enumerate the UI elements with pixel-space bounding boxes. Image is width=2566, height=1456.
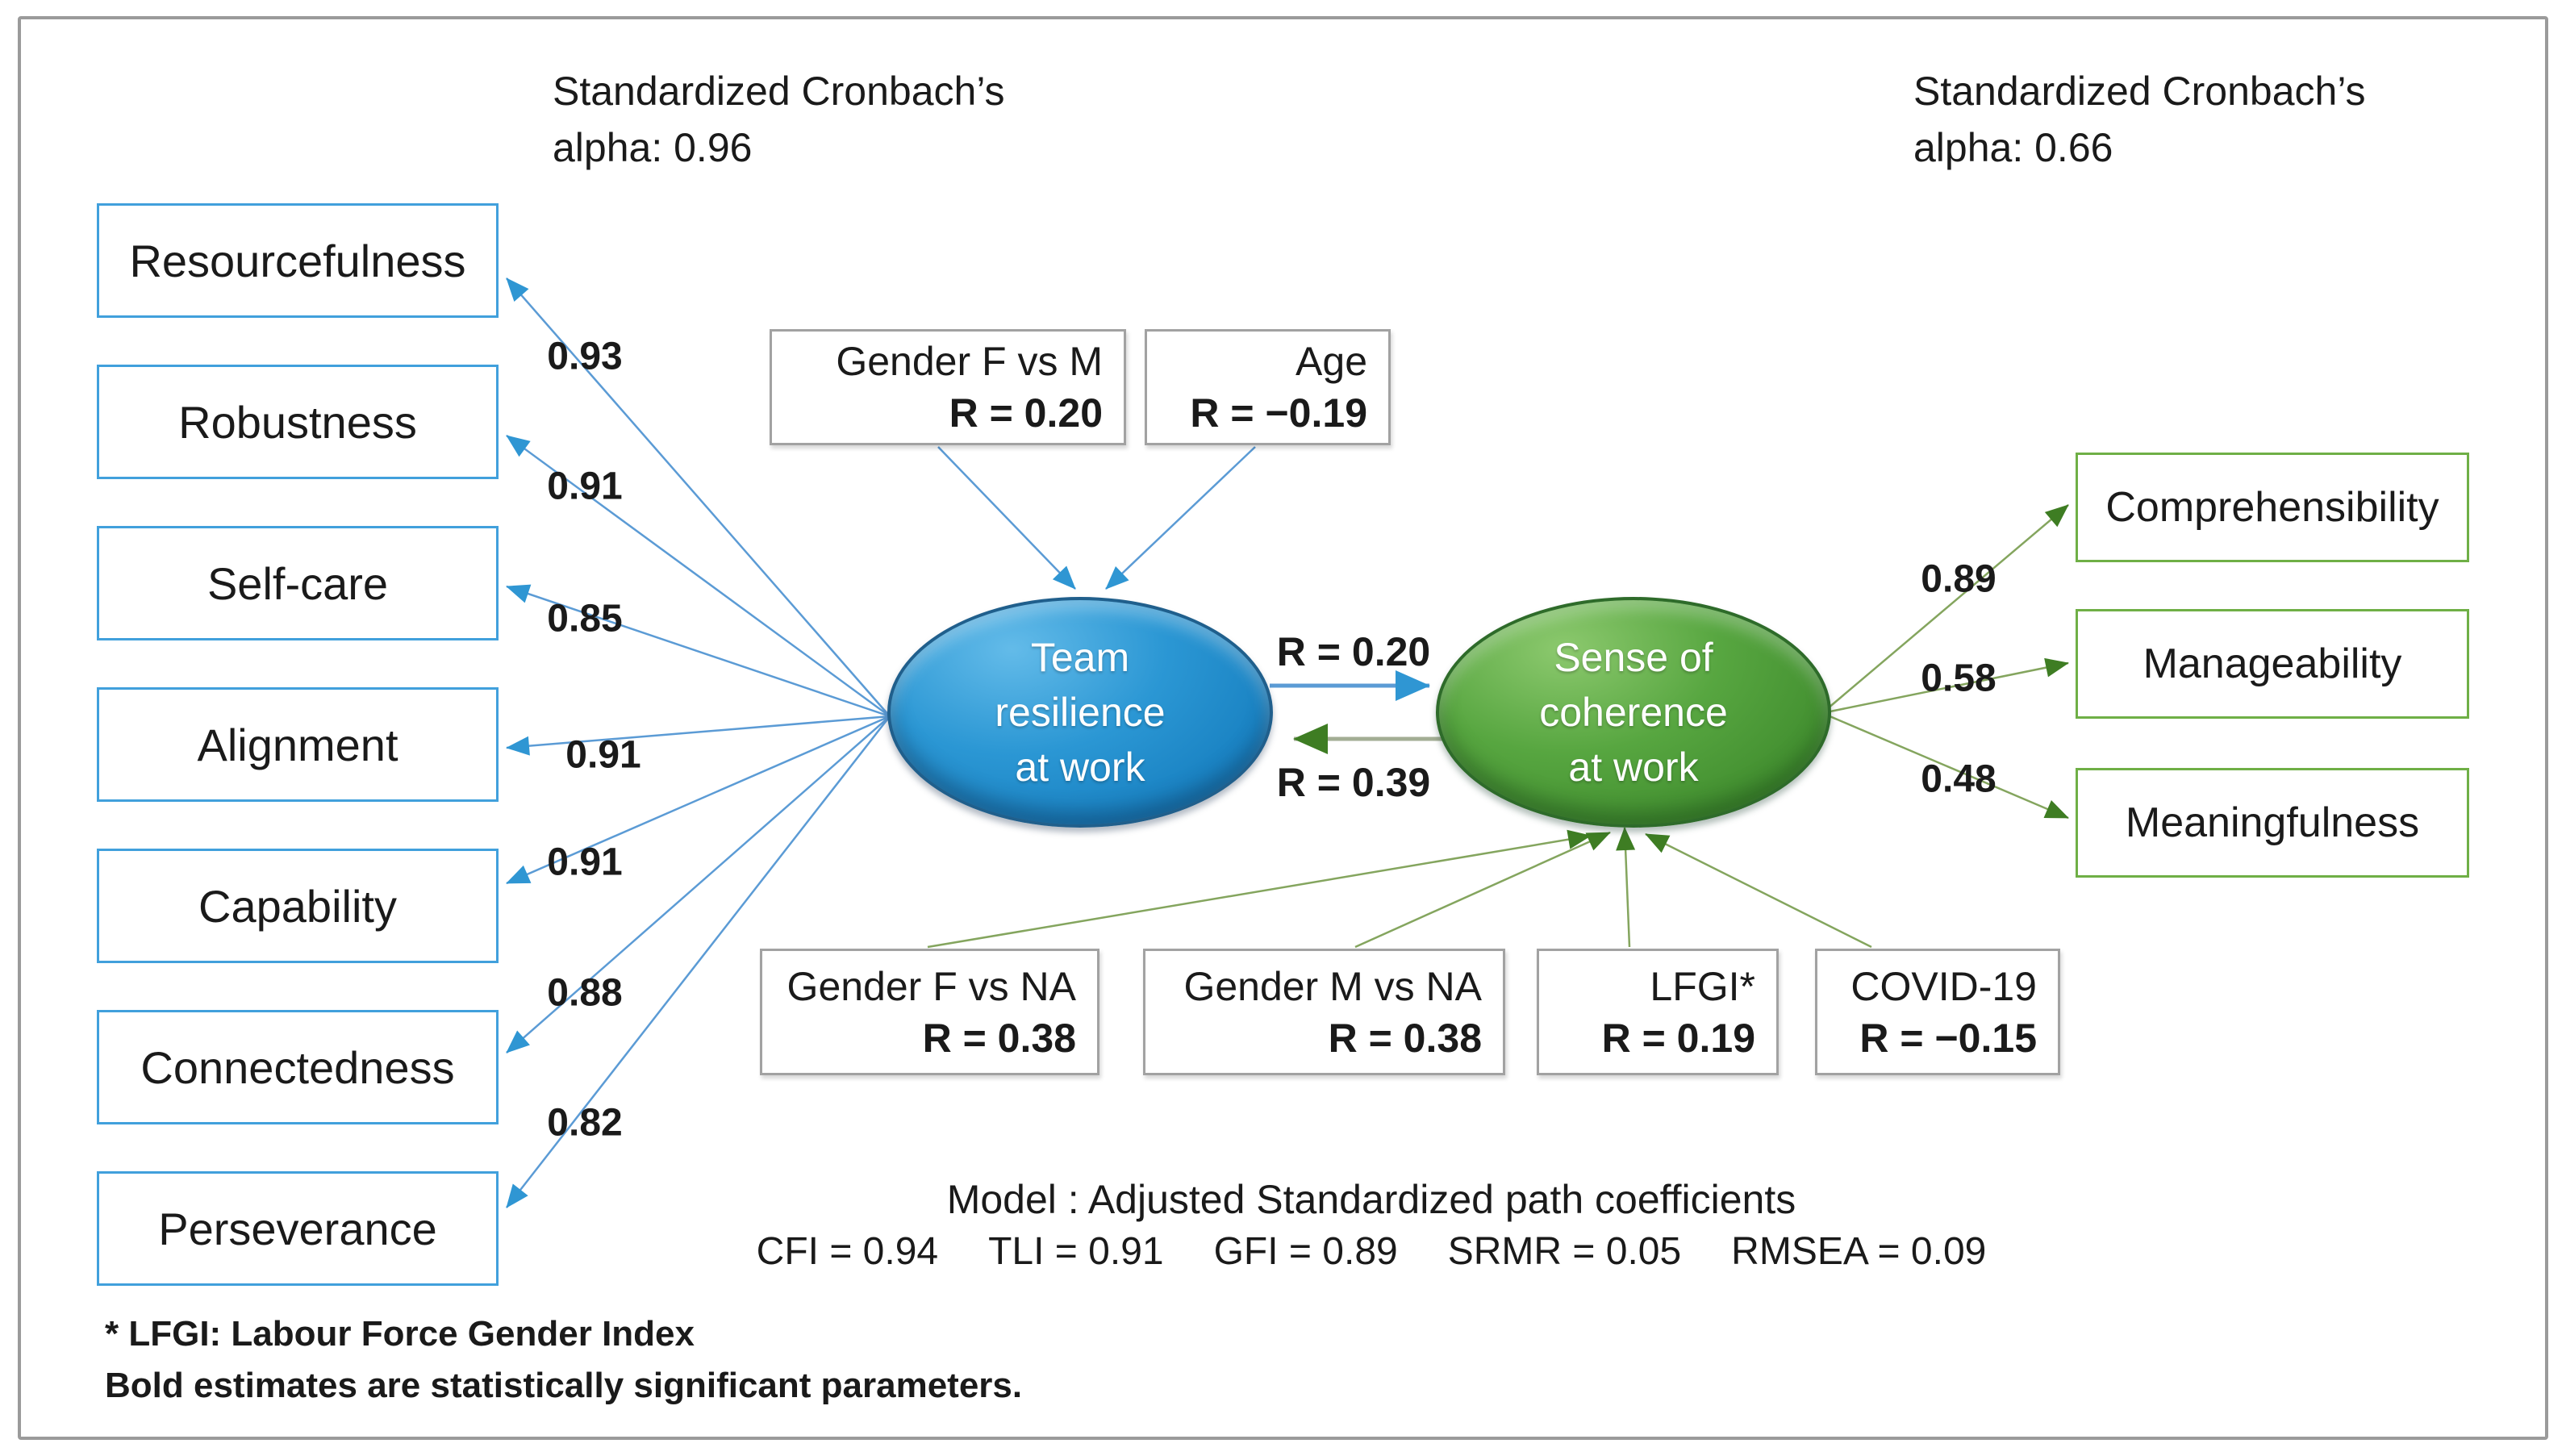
cronbach-alpha-right: Standardized Cronbach’s alpha: 0.66: [1913, 63, 2366, 176]
indicator-box-capability: Capability: [97, 849, 499, 963]
latent-coherence-line2: coherence: [1539, 690, 1728, 735]
fit-stat-rmsea: RMSEA = 0.09: [1731, 1230, 1987, 1273]
fit-stat-gfi: GFI = 0.89: [1213, 1230, 1398, 1273]
latent-coherence-line3: at work: [1568, 745, 1699, 790]
model-fit-stats: CFI = 0.94 TLI = 0.91 GFI = 0.89 SRMR = …: [645, 1229, 2097, 1274]
predictor-box-gender-f-vs-m: Gender F vs M R = 0.20: [770, 329, 1126, 445]
indicator-label: Meaningfulness: [2125, 799, 2420, 846]
cronbach-alpha-left-line2: alpha: 0.96: [553, 125, 753, 170]
indicator-box-robustness: Robustness: [97, 365, 499, 479]
figure-border: [18, 16, 2548, 1440]
loading-perseverance: 0.82: [547, 1101, 623, 1145]
indicator-label: Comprehensibility: [2105, 484, 2439, 531]
predictor-label: COVID-19: [1850, 963, 2037, 1009]
loading-capability: 0.91: [547, 841, 623, 884]
predictor-coefficient: R = 0.19: [1601, 1015, 1755, 1061]
indicator-label: Manageability: [2143, 640, 2402, 687]
predictor-coefficient: R = 0.38: [922, 1015, 1076, 1061]
predictor-box-covid-19: COVID-19 R = −0.15: [1815, 949, 2060, 1075]
indicator-box-self-care: Self-care: [97, 526, 499, 640]
loading-meaningfulness: 0.48: [1921, 757, 1996, 801]
predictor-coefficient: R = −0.19: [1190, 390, 1367, 436]
predictor-label: Age: [1296, 339, 1367, 384]
indicator-box-alignment: Alignment: [97, 687, 499, 802]
latent-team-line1: Team: [1030, 635, 1130, 680]
loading-resourcefulness: 0.93: [547, 335, 623, 378]
indicator-label: Robustness: [178, 396, 417, 448]
predictor-box-age: Age R = −0.19: [1145, 329, 1391, 445]
model-fit-title: Model : Adjusted Standardized path coeff…: [946, 1177, 1796, 1222]
predictor-label: Gender M vs NA: [1183, 963, 1482, 1009]
indicator-box-connectedness: Connectedness: [97, 1010, 499, 1124]
indicator-box-resourcefulness: Resourcefulness: [97, 203, 499, 318]
edges-top-predictors: [937, 446, 1256, 590]
edges-bottom-predictors: [927, 827, 1872, 949]
predictor-label: Gender F vs NA: [786, 963, 1076, 1009]
latent-sense-of-coherence: Sense of coherence at work: [1436, 597, 1831, 828]
loading-self-care: 0.85: [547, 597, 623, 640]
loading-connectedness: 0.88: [547, 971, 623, 1015]
loading-robustness: 0.91: [547, 465, 623, 508]
predictor-box-gender-m-vs-na: Gender M vs NA R = 0.38: [1143, 949, 1505, 1075]
loading-comprehensibility: 0.89: [1921, 557, 1996, 601]
latent-team-line2: resilience: [995, 690, 1166, 735]
indicator-box-perseverance: Perseverance: [97, 1171, 499, 1286]
fit-stat-tli: TLI = 0.91: [988, 1230, 1164, 1273]
cronbach-alpha-right-line1: Standardized Cronbach’s: [1913, 69, 2366, 114]
cronbach-alpha-right-line2: alpha: 0.66: [1913, 125, 2113, 170]
predictor-box-gender-f-vs-na: Gender F vs NA R = 0.38: [760, 949, 1099, 1075]
predictor-coefficient: R = 0.20: [949, 390, 1103, 436]
coefficient-team-to-coherence: R = 0.20: [1276, 629, 1431, 674]
latent-team-line3: at work: [1015, 745, 1145, 790]
fit-stat-srmr: SRMR = 0.05: [1447, 1230, 1682, 1273]
footnote-lfgi: * LFGI: Labour Force Gender Index: [105, 1314, 695, 1354]
indicator-label: Connectedness: [140, 1041, 455, 1093]
edges-team-to-indicators: [506, 277, 891, 1208]
indicator-box-manageability: Manageability: [2076, 609, 2469, 719]
indicator-label: Self-care: [207, 557, 389, 609]
model-fit-block: Model : Adjusted Standardized path coeff…: [645, 1176, 2097, 1281]
indicator-box-comprehensibility: Comprehensibility: [2076, 453, 2469, 562]
cronbach-alpha-left: Standardized Cronbach’s alpha: 0.96: [553, 63, 1005, 176]
indicator-label: Resourcefulness: [129, 235, 466, 286]
loading-manageability: 0.58: [1921, 657, 1996, 700]
indicator-label: Capability: [198, 880, 397, 932]
loading-alignment: 0.91: [565, 733, 641, 777]
cronbach-alpha-left-line1: Standardized Cronbach’s: [553, 69, 1005, 114]
predictor-label: LFGI*: [1650, 963, 1755, 1009]
predictor-coefficient: R = 0.38: [1328, 1015, 1482, 1061]
edges-coherence-to-indicators: [1821, 504, 2069, 820]
latent-team-resilience: Team resilience at work: [887, 597, 1273, 828]
indicator-label: Alignment: [197, 719, 398, 770]
predictor-label: Gender F vs M: [836, 339, 1103, 384]
fit-stat-cfi: CFI = 0.94: [756, 1230, 939, 1273]
footnote-bold-estimates: Bold estimates are statistically signifi…: [105, 1366, 1023, 1405]
indicator-box-meaningfulness: Meaningfulness: [2076, 768, 2469, 878]
coefficient-coherence-to-team: R = 0.39: [1276, 760, 1431, 805]
indicator-label: Perseverance: [158, 1203, 437, 1254]
predictor-coefficient: R = −0.15: [1859, 1015, 2037, 1061]
latent-coherence-line1: Sense of: [1554, 635, 1713, 680]
predictor-box-lfgi: LFGI* R = 0.19: [1537, 949, 1779, 1075]
